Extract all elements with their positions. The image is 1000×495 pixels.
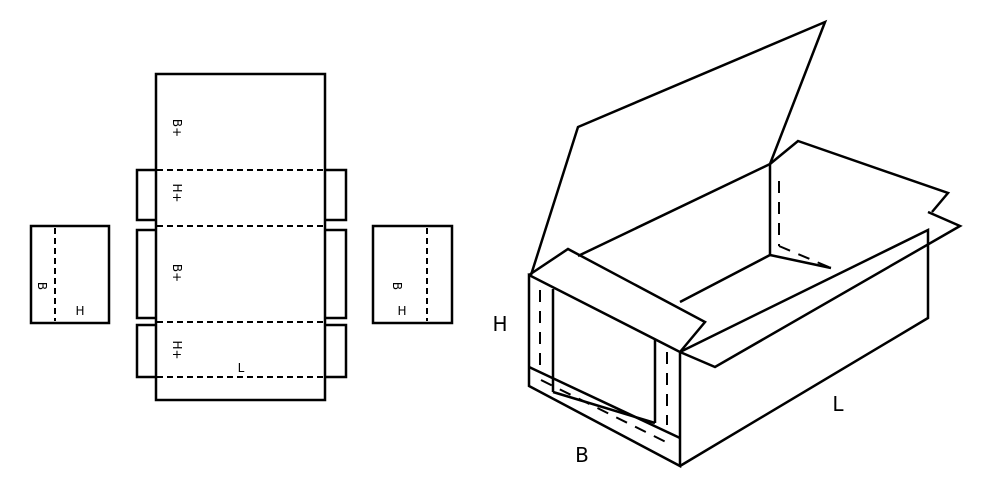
box-length-label: L [832, 392, 844, 416]
box-side-flap [679, 210, 963, 369]
right-end-panel: B H [371, 224, 454, 325]
box-height-label: H [492, 312, 507, 336]
box-3d: H B L [492, 19, 963, 469]
lower-flap-label: H+ [170, 340, 184, 359]
box-long-side [679, 227, 930, 468]
box-front-end [527, 247, 707, 469]
left-end-height-label: H [75, 304, 84, 318]
fold-lines [155, 169, 326, 378]
left-end-panel: B H [29, 224, 111, 325]
main-strip [154, 72, 327, 402]
box-width-label: B [575, 443, 589, 467]
flat-layout: B H B H B+ [29, 72, 454, 402]
right-end-height-label: H [397, 304, 406, 318]
box-fold-marks [539, 181, 832, 446]
side-flaps [135, 168, 348, 379]
left-end-width-label: B [35, 282, 49, 290]
top-panel-label: B+ [170, 119, 184, 137]
upper-flap-label: H+ [170, 183, 184, 202]
length-label: L [238, 361, 245, 375]
middle-panel-label: B+ [170, 264, 184, 282]
box-lid [529, 19, 828, 276]
box-interior [577, 139, 951, 304]
right-end-width-label: B [390, 282, 404, 290]
